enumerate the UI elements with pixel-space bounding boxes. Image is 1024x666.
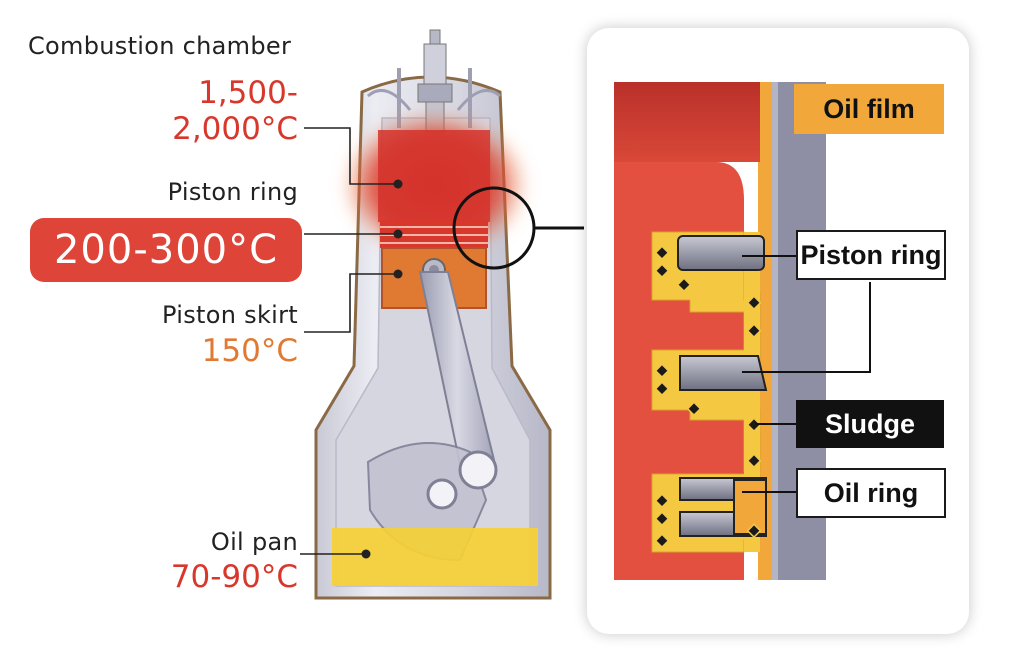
- sludge-deposits: [654, 245, 762, 549]
- oil-ring-text: Oil ring: [823, 477, 919, 508]
- cylinder-head-right: [456, 88, 501, 111]
- piston-skirt-label: Piston skirt: [162, 301, 298, 329]
- piston-ring-detail-label: Piston ring: [796, 230, 946, 280]
- leader-piston-skirt: [304, 273, 398, 333]
- second-ring: [679, 355, 768, 391]
- piston-ring-detail-text: Piston ring: [800, 239, 942, 270]
- top-ring: [677, 235, 765, 271]
- combustion-chamber: [378, 130, 490, 222]
- piston-ring-temp-badge: 200-300°C: [30, 218, 302, 282]
- oil-film-label: Oil film: [794, 84, 944, 134]
- sludge-text: Sludge: [824, 408, 915, 439]
- oil-ring-label: Oil ring: [796, 468, 946, 518]
- oil-ring-expander: [733, 479, 767, 535]
- callout-piston-ring-second: [742, 282, 871, 373]
- oil-pan-label: Oil pan: [210, 528, 298, 556]
- oil-pan-temp: 70-90°C: [170, 559, 298, 595]
- combustion-chamber-temp-line2: 2,000°C: [172, 111, 298, 147]
- piston-skirt-temp: 150°C: [201, 333, 298, 369]
- leader-combustion: [304, 127, 398, 185]
- oil-film-strip: [758, 82, 772, 580]
- combustion-chamber-temp-line1: 1,500-: [198, 75, 298, 111]
- oil-film-text: Oil film: [823, 93, 915, 124]
- cylinder-head-left: [367, 88, 412, 111]
- sludge-label: Sludge: [796, 400, 944, 448]
- piston-ring-label: Piston ring: [167, 178, 298, 206]
- crank-journal: [458, 450, 498, 490]
- piston-ring-temp: 200-300°C: [53, 227, 279, 273]
- combustion-chamber-label: Combustion chamber: [28, 32, 292, 60]
- crank-main: [426, 478, 458, 510]
- combustion-area: [614, 82, 760, 162]
